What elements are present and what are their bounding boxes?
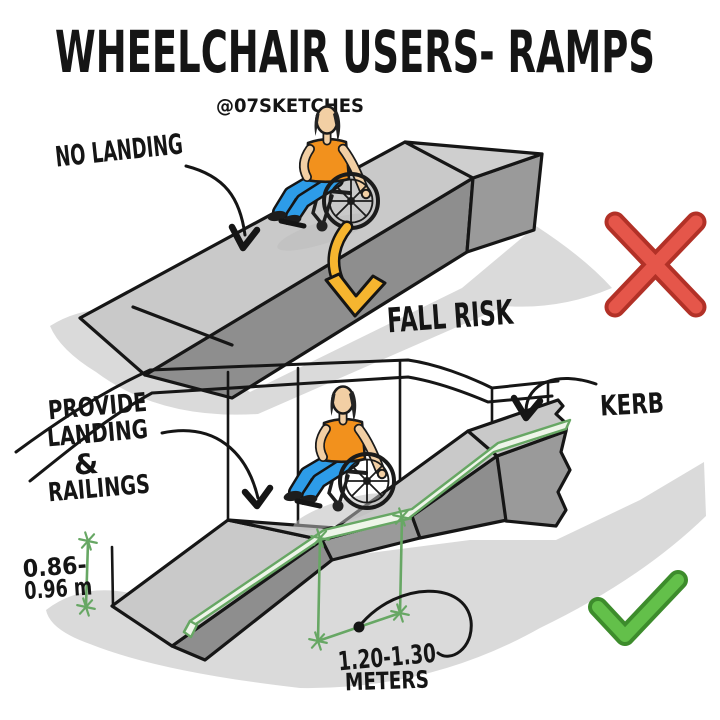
green-check-icon	[588, 570, 688, 646]
rail-height-value-1: 0.86-	[22, 551, 88, 583]
kerb-label-group: KERB	[510, 376, 665, 423]
fall-direction-arrow-icon	[324, 220, 387, 318]
railing-mid-rail	[28, 375, 554, 483]
platform-top-surface	[403, 140, 544, 180]
kerb-rail	[182, 418, 572, 634]
provide-line-3: &	[72, 447, 99, 482]
red-cross-icon	[604, 211, 707, 318]
author-handle: @07SKETCHES	[216, 95, 364, 117]
rail-height-value-2: 0.96 m	[23, 572, 93, 605]
provide-leader	[160, 429, 260, 500]
landing-length-value-2: METERS	[345, 666, 430, 697]
landing-length-dimension: 1.20-1.30 METERS	[308, 507, 473, 697]
no-landing-label: NO LANDING	[54, 127, 185, 173]
no-landing-leader	[184, 164, 247, 237]
kerb-label: KERB	[599, 386, 665, 422]
fall-risk-label: FALL RISK	[386, 293, 516, 342]
down-arrowhead-icon	[228, 223, 261, 252]
header-block: WHEELCHAIR USERS- RAMPS @07SKETCHES	[55, 18, 655, 117]
good-ramp-figure: 0.86- 0.96 m 1.20-1.30 METERS PROVIDE LA…	[14, 358, 706, 697]
upper-platform-surface	[466, 398, 569, 458]
provide-landing-railings-label: PROVIDE LANDING & RAILINGS	[46, 388, 274, 510]
platform-front-face	[495, 429, 572, 528]
down-arrowhead-icon	[241, 484, 274, 510]
bad-ramp-figure: NO LANDING FALL RISK	[50, 107, 707, 415]
kerb-leader	[524, 376, 598, 412]
page-title: WHEELCHAIR USERS- RAMPS	[55, 18, 655, 86]
rail-height-dimension: 0.86- 0.96 m	[22, 531, 98, 617]
ramp-toe-line	[131, 305, 234, 347]
railing-top-rail	[14, 358, 560, 454]
down-arrowhead-icon	[510, 394, 544, 422]
kerb-end-cap	[182, 619, 199, 639]
provide-line-4: RAILINGS	[47, 470, 151, 509]
landing-length-leader	[360, 589, 473, 658]
railing-end-post	[110, 545, 115, 608]
